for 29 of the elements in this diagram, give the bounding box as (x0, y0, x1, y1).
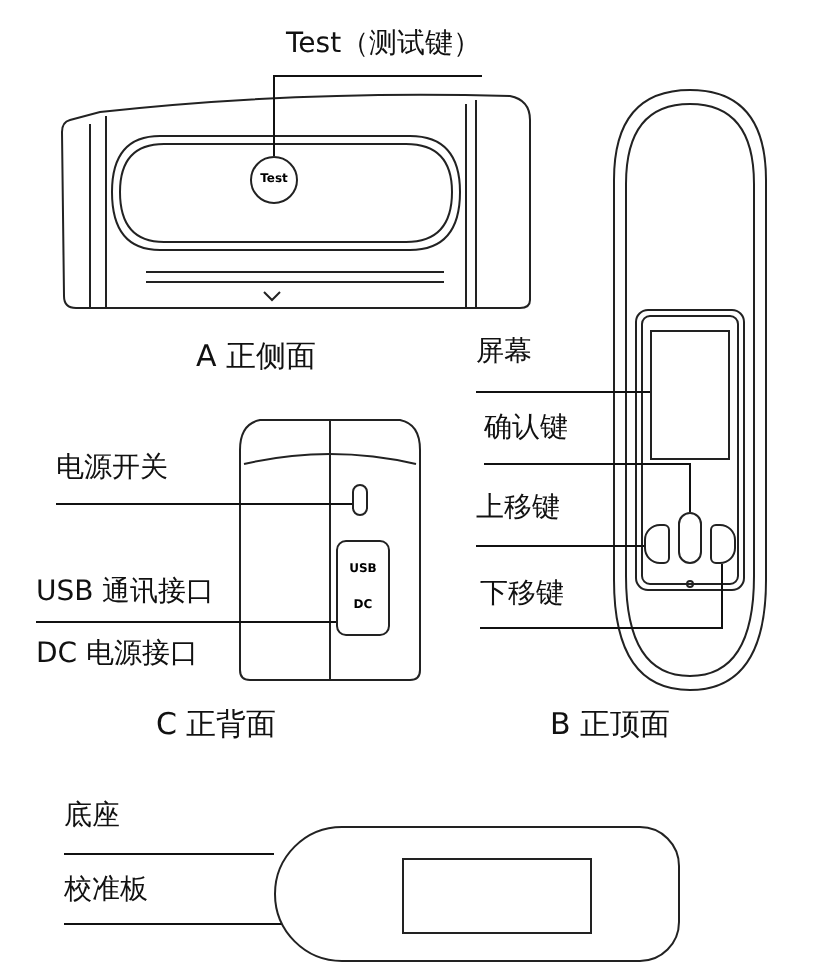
leader-line (483, 463, 691, 513)
part-label: Test（测试键） (286, 24, 482, 76)
calibration-plate (402, 858, 592, 934)
leader-line (475, 391, 651, 393)
view-caption: C 正背面 (156, 704, 277, 744)
view-caption: B 正顶面 (550, 704, 671, 744)
part-label: 屏幕 (476, 332, 532, 372)
part-label: 校准板 (64, 870, 148, 910)
part-label: 确认键 (484, 408, 568, 448)
leader-line (55, 503, 353, 505)
leader-line (273, 75, 483, 157)
part-label: DC 电源接口 (36, 634, 199, 670)
part-label: 电源开关 (56, 448, 168, 492)
part-label: 下移键 (480, 574, 564, 614)
power-switch (352, 484, 368, 516)
port-panel (336, 540, 390, 636)
part-label: USB 通讯接口 (36, 572, 215, 608)
leader-line (63, 853, 275, 855)
part-label: 上移键 (476, 488, 560, 528)
leader-line (479, 563, 723, 629)
view-caption: A 正侧面 (196, 336, 317, 376)
display-screen (650, 330, 730, 460)
left-arrow-key (644, 524, 670, 564)
confirm-button (678, 512, 702, 564)
leader-line (35, 621, 337, 623)
base-tray (274, 826, 680, 962)
part-label: 底座 (64, 796, 120, 836)
leader-line (475, 545, 645, 547)
right-arrow-key (710, 524, 736, 564)
